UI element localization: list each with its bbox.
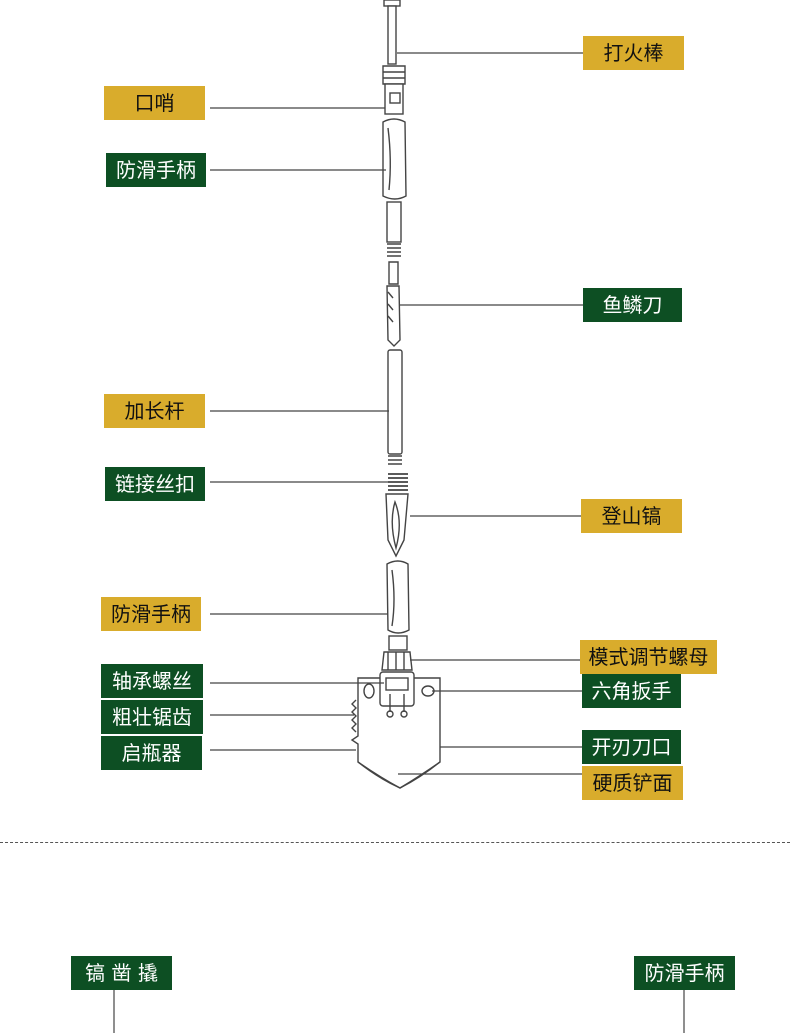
- upper-grip-label: 防滑手柄: [106, 153, 206, 187]
- dashed-divider: [0, 842, 790, 843]
- whistle-label: 口哨: [104, 86, 205, 120]
- extension-rod-label: 加长杆: [104, 394, 205, 428]
- chain-thread-part: [388, 473, 408, 491]
- fish-scale-knife-label: 鱼鳞刀: [583, 288, 682, 322]
- open-blade-label: 开刃刀口: [582, 730, 681, 764]
- mode-nut-label: 模式调节螺母: [580, 640, 717, 674]
- shovel-head-part: [350, 671, 441, 789]
- whistle-part: [382, 65, 406, 115]
- bottom-grip-label: 防滑手柄: [634, 956, 735, 990]
- fire-rod-label: 打火棒: [583, 36, 684, 70]
- fire-rod-part: [383, 0, 401, 65]
- saw-teeth-label: 粗壮锯齿: [101, 700, 203, 734]
- hard-shovel-label: 硬质铲面: [582, 766, 683, 800]
- fish-scale-knife-part: [386, 261, 401, 347]
- climbing-pick-part: [385, 493, 409, 558]
- extension-rod-part: [387, 349, 403, 465]
- bottle-opener-label: 启瓶器: [101, 736, 202, 770]
- hex-wrench-label: 六角扳手: [582, 674, 681, 708]
- climbing-pick-label: 登山镐: [581, 499, 682, 533]
- bearing-screw-label: 轴承螺丝: [101, 664, 203, 698]
- pick-chisel-pry-label: 镐 凿 撬: [71, 956, 172, 990]
- mode-nut-part: [381, 651, 413, 671]
- lower-grip-label: 防滑手柄: [101, 597, 201, 631]
- upper-grip-part: [382, 118, 407, 257]
- leader-lines: [113, 52, 685, 1033]
- chain-thread-label: 链接丝扣: [105, 467, 205, 501]
- lower-grip-part: [386, 560, 410, 651]
